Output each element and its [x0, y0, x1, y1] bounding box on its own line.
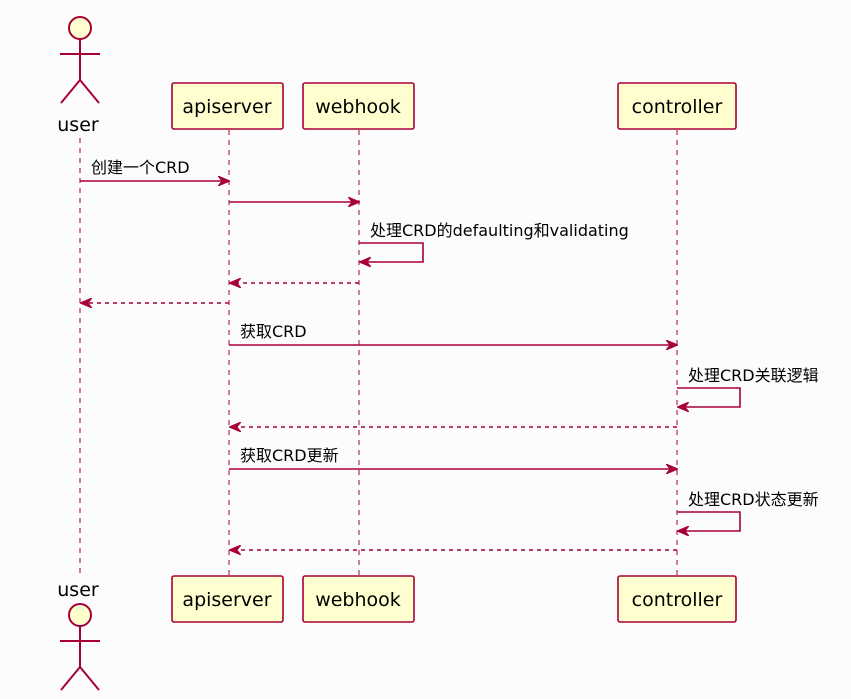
message-create-crd-label: 创建一个CRD: [91, 158, 190, 177]
message-controller-self-status-label: 处理CRD状态更新: [688, 490, 819, 509]
participant-controller-bottom: controller: [617, 575, 737, 623]
participant-webhook-bottom: webhook: [302, 575, 415, 623]
message-webhook-self: 处理CRD的defaulting和validating: [359, 221, 629, 262]
message-get-crd-update: 获取CRD更新: [229, 446, 677, 469]
message-get-crd: 获取CRD: [229, 322, 677, 345]
message-get-crd-update-label: 获取CRD更新: [240, 446, 339, 465]
actor-user-top-label: user: [57, 114, 99, 136]
participant-apiserver-bottom-label: apiserver: [182, 589, 271, 611]
participant-webhook-bottom-label: webhook: [315, 589, 401, 611]
message-controller-self-status: 处理CRD状态更新: [677, 490, 819, 531]
message-create-crd: 创建一个CRD: [80, 158, 229, 181]
participant-controller-top: controller: [617, 82, 737, 130]
actor-user-bottom-label: user: [57, 579, 99, 601]
participant-apiserver-top: apiserver: [171, 82, 284, 130]
message-controller-self-logic: 处理CRD关联逻辑: [677, 366, 819, 407]
message-get-crd-label: 获取CRD: [240, 322, 307, 341]
actor-user-top-icon: [60, 16, 100, 104]
participant-apiserver-top-label: apiserver: [182, 96, 271, 118]
message-controller-self-logic-label: 处理CRD关联逻辑: [688, 366, 819, 385]
participant-controller-bottom-label: controller: [632, 589, 723, 611]
message-webhook-self-label: 处理CRD的defaulting和validating: [370, 221, 629, 240]
participant-webhook-top-label: webhook: [315, 96, 401, 118]
participant-controller-top-label: controller: [632, 96, 723, 118]
actor-user-bottom-icon: [60, 603, 100, 691]
participant-apiserver-bottom: apiserver: [171, 575, 284, 623]
participant-webhook-top: webhook: [302, 82, 415, 130]
